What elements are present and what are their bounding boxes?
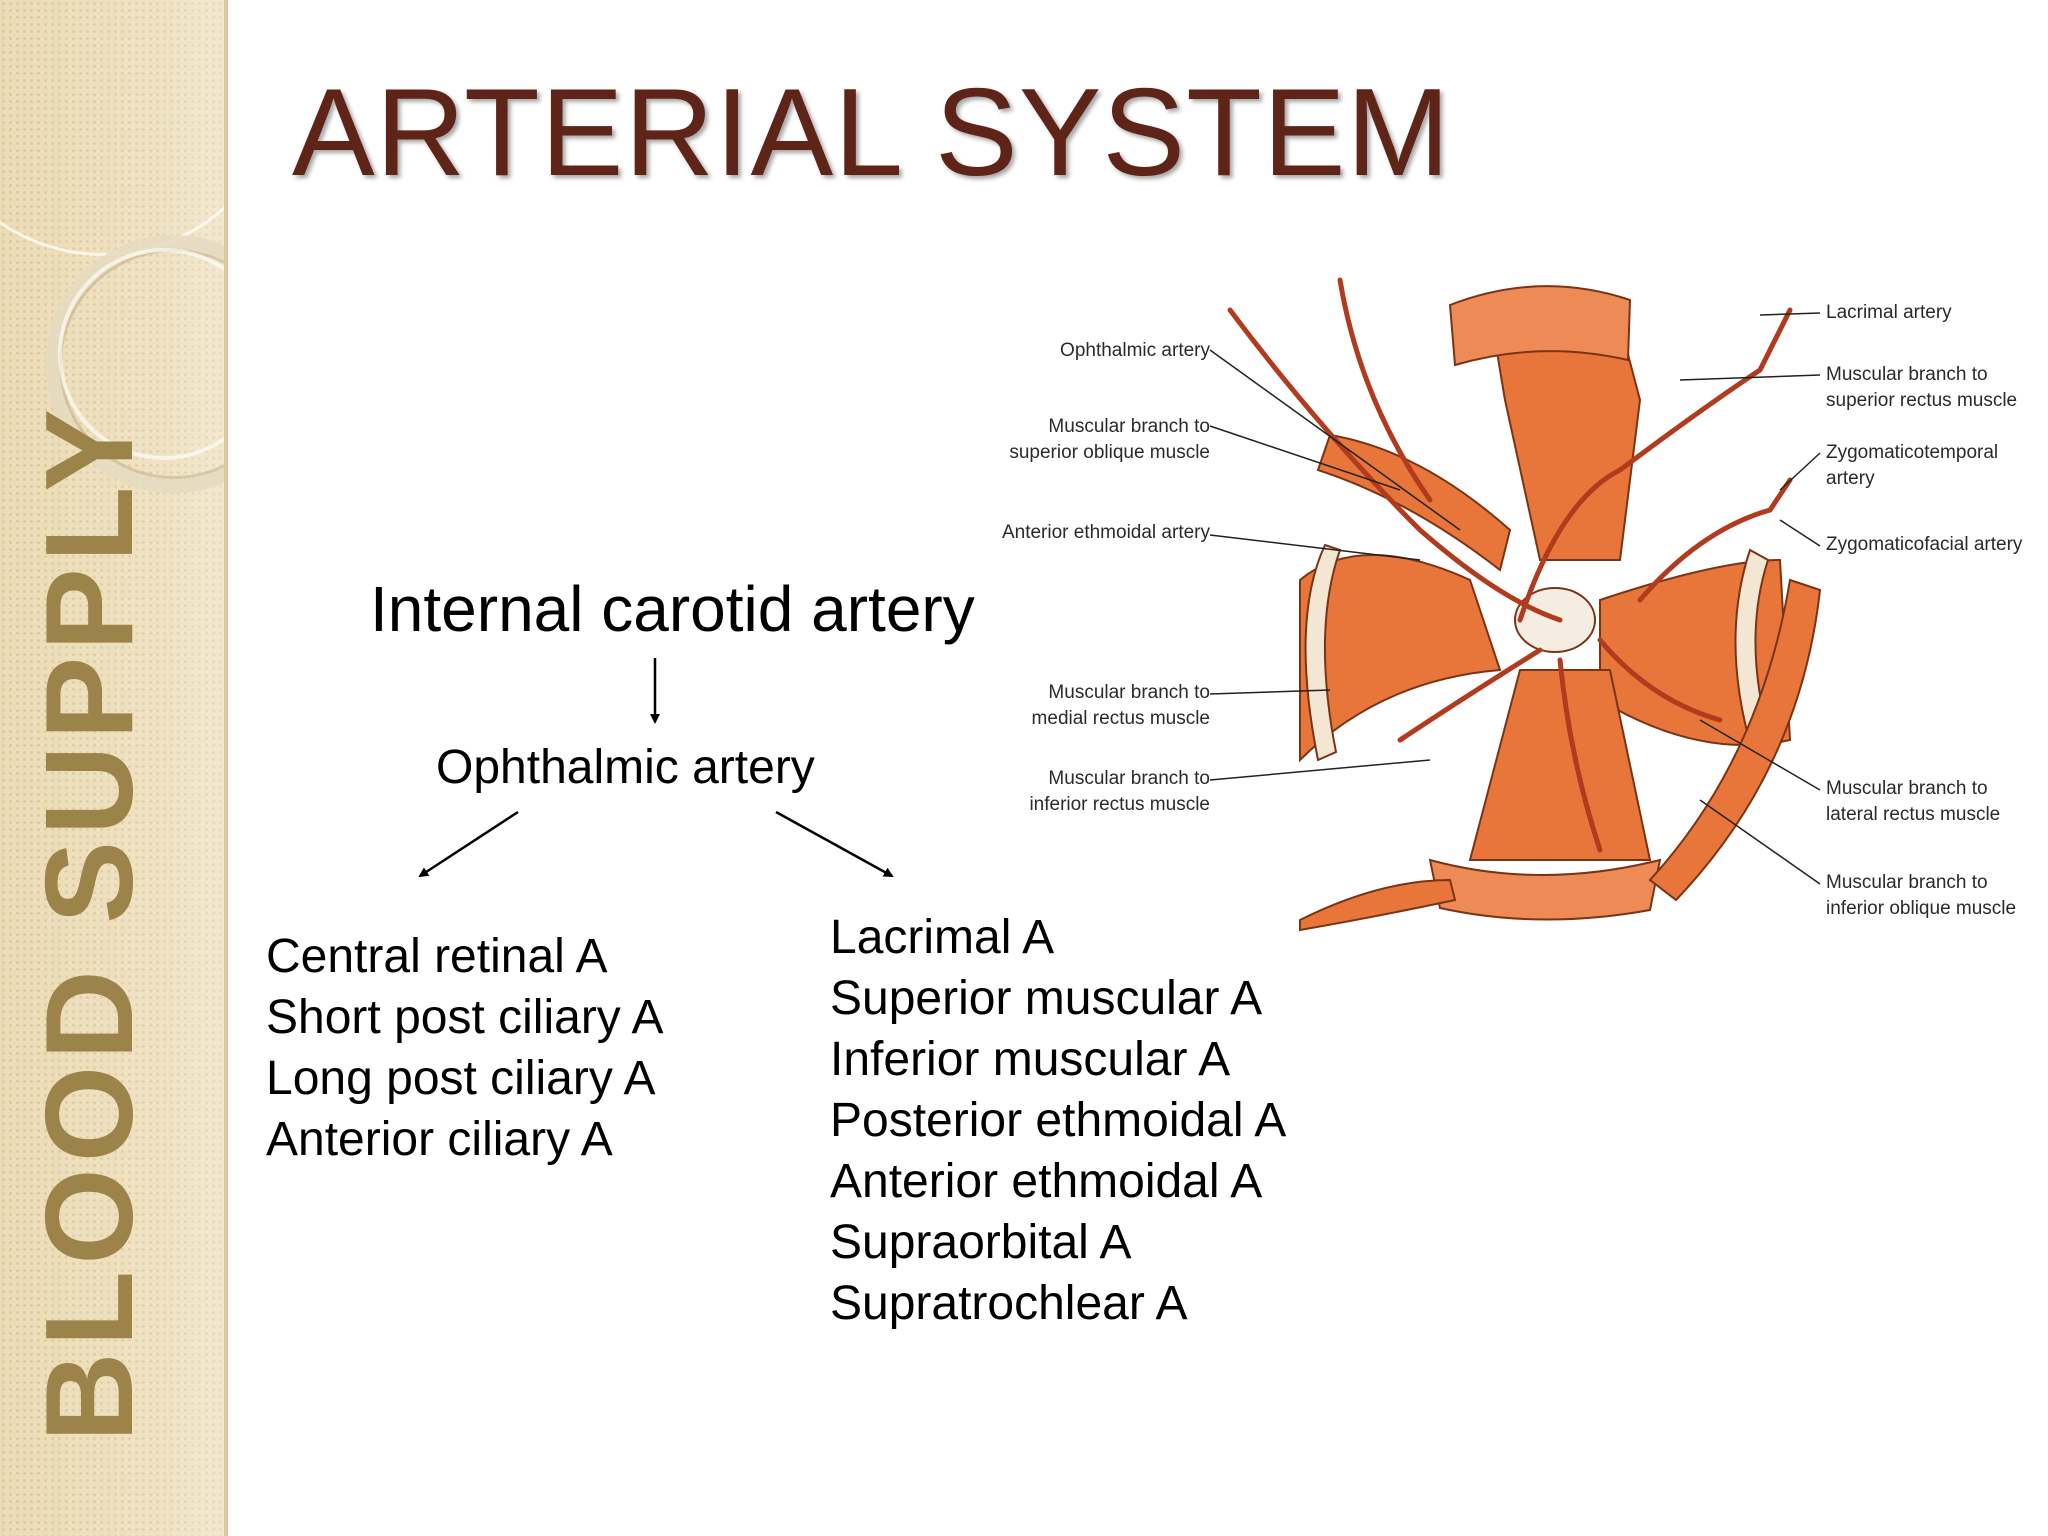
list-item: Posterior ethmoidal A: [830, 1094, 1287, 1147]
list-item: Central retinal A: [266, 930, 608, 983]
diagram-label: Muscular branch to medial rectus muscle: [1031, 682, 1210, 729]
diagram-label: Muscular branch to inferior oblique musc…: [1826, 872, 2017, 919]
list-item: Anterior ciliary A: [266, 1113, 613, 1166]
decorative-ring: [0, 0, 224, 256]
anatomy-diagram: Ophthalmic artery Muscular branch to sup…: [1000, 200, 2048, 960]
diagram-label: Ophthalmic artery: [1060, 340, 1210, 361]
list-item: Lacrimal A: [830, 911, 1055, 964]
list-item: Anterior ethmoidal A: [830, 1155, 1263, 1208]
side-section-label: BLOOD SUPPLY: [21, 403, 159, 1442]
flow-root-text: Internal carotid artery: [370, 573, 975, 645]
diagram-label: Muscular branch to lateral rectus muscle: [1826, 778, 2001, 825]
sidebar-decoration: BLOOD SUPPLY: [0, 0, 228, 1536]
slide-title: ARTERIAL SYSTEM: [292, 64, 1451, 202]
list-item: Short post ciliary A: [266, 991, 664, 1044]
list-item: Supratrochlear A: [830, 1277, 1188, 1330]
diagram-label: Zygomaticofacial artery: [1826, 534, 2023, 555]
ophthalmic-artery-path: [1227, 307, 1563, 623]
diagram-label: Zygomaticotemporal artery: [1826, 442, 1999, 489]
list-item: Superior muscular A: [830, 972, 1263, 1025]
flow-middle-text: Ophthalmic artery: [436, 741, 815, 794]
right-branch-list: Lacrimal A Superior muscular A Inferior …: [830, 907, 1286, 1334]
left-branch-list: Central retinal A Short post ciliary A L…: [266, 926, 664, 1170]
orbit-arteries-illustration: [1209, 277, 1822, 932]
list-item: Inferior muscular A: [830, 1033, 1231, 1086]
arrow-right: [775, 810, 894, 878]
diagram-label: Muscular branch to superior oblique musc…: [1009, 416, 1210, 463]
diagram-label: Muscular branch to inferior rectus muscl…: [1029, 768, 1210, 815]
arrow-left: [418, 810, 519, 878]
diagram-label: Lacrimal artery: [1826, 302, 1952, 323]
diagram-label: Anterior ethmoidal artery: [1001, 522, 1210, 543]
diagram-label: Muscular branch to superior rectus muscl…: [1826, 364, 2018, 411]
list-item: Long post ciliary A: [266, 1052, 656, 1105]
list-item: Supraorbital A: [830, 1216, 1132, 1269]
